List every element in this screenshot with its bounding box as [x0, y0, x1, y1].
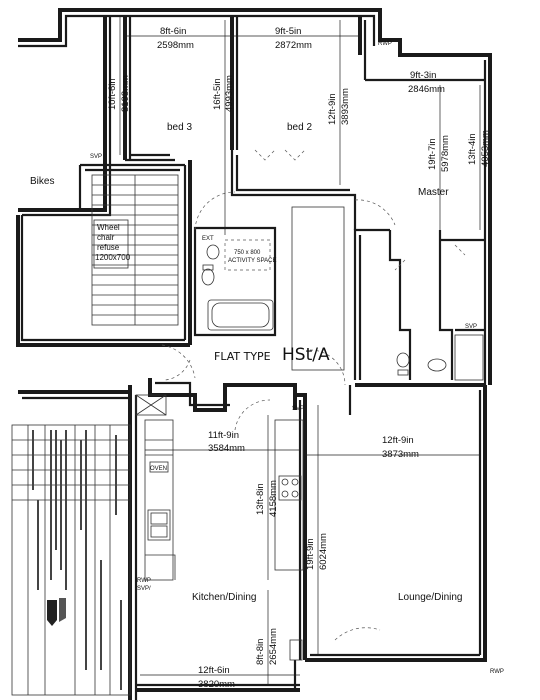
svp-marker-hall: SVP	[292, 406, 304, 412]
rwp-marker-bottom: RWP	[490, 669, 504, 675]
dim-bed2-height-imperial: 16ft-5in	[212, 78, 223, 110]
dim-kitchen-bottom-height-imperial: 8ft-8in	[255, 639, 266, 665]
room-label-bikes: Bikes	[30, 176, 54, 187]
dimension-lines	[119, 16, 485, 685]
dim-bed3-width-mm: 2598mm	[157, 40, 194, 51]
oven-label: OVEN	[150, 466, 167, 472]
room-label-kitchen: Kitchen/Dining	[192, 592, 256, 603]
wheelchair-refuse-line1: Wheel	[97, 223, 120, 232]
upper-walls	[18, 8, 492, 387]
dim-bed3-height-mm: 3193mm	[120, 75, 131, 112]
room-label-bed3: bed 3	[167, 122, 192, 133]
dim-bed3-height-imperial: 10ft-6in	[107, 78, 118, 110]
dim-bed2-height-mm: 4993mm	[224, 75, 235, 112]
dim-bed2b-height-mm: 3893mm	[340, 88, 351, 125]
dim-bed2b-height-imperial: 12ft-9in	[327, 93, 338, 125]
kitchen-units	[135, 394, 304, 661]
wheelchair-refuse-line3: refuse	[97, 243, 120, 252]
dim-master-width-mm: 2846mm	[408, 84, 445, 95]
master-ensuite	[396, 334, 484, 381]
activity-space-line2: ACTIVITY SPACE	[228, 258, 276, 264]
flat-type-code: HSt/A	[282, 345, 330, 365]
room-label-lounge: Lounge/Dining	[398, 592, 463, 603]
dim-kitchen-width-mm: 3584mm	[208, 443, 245, 454]
title-block	[11, 424, 131, 696]
dim-bed3-width-imperial: 8ft-6in	[160, 26, 186, 37]
dim-kitchen-bottom-width-mm: 3820mm	[198, 679, 235, 690]
svp-marker-kitchen: SVP/	[137, 586, 151, 592]
dim-master-width-imperial: 9ft-3in	[410, 70, 436, 81]
svp-marker-bed3: SVP	[90, 154, 102, 160]
stair	[91, 174, 179, 326]
dim-kitchen-width-imperial: 11ft-9in	[208, 430, 239, 441]
logo-mark	[47, 598, 66, 626]
dim-kitchen-bottom-height-mm: 2654mm	[268, 628, 279, 665]
dim-master2-height-imperial: 13ft-4in	[467, 133, 478, 165]
lower-walls	[18, 378, 487, 700]
dim-lounge-width-mm: 3873mm	[382, 449, 419, 460]
dim-master2-height-mm: 4053mm	[480, 130, 491, 167]
dim-bed2-width-imperial: 9ft-5in	[275, 26, 301, 37]
dim-bed2-width-mm: 2872mm	[275, 40, 312, 51]
dim-lounge-width-imperial: 12ft-9in	[382, 435, 414, 446]
flat-type-prefix: FLAT TYPE	[214, 350, 271, 363]
dim-lounge-height-imperial: 19ft-9in	[305, 538, 316, 570]
rwp-marker-top: RWP	[378, 41, 392, 47]
dim-master-height-imperial: 19ft-7in	[427, 138, 438, 170]
rwp-marker-kitchen: RWP	[137, 578, 151, 584]
hall-cupboard	[291, 206, 345, 371]
ext-marker: EXT	[202, 236, 214, 242]
dim-master-height-mm: 5978mm	[440, 135, 451, 172]
dim-kitchen-height-imperial: 13ft-8in	[255, 483, 266, 515]
dim-lounge-height-mm: 6024mm	[318, 533, 329, 570]
bike-store-walls	[16, 16, 192, 347]
wheelchair-refuse-box	[93, 219, 129, 269]
wheelchair-refuse-line4: 1200x700	[95, 253, 131, 262]
activity-space-line1: 750 x 800	[234, 250, 261, 256]
door-swings	[161, 149, 466, 641]
svp-marker-master: SVP	[465, 324, 477, 330]
bathroom	[193, 226, 277, 337]
wheelchair-refuse-line2: chair	[97, 233, 115, 242]
room-label-master: Master	[418, 187, 449, 198]
room-label-bed2: bed 2	[287, 122, 312, 133]
dim-kitchen-bottom-width-imperial: 12ft-6in	[198, 665, 230, 676]
dim-kitchen-height-mm: 4158mm	[268, 480, 279, 517]
